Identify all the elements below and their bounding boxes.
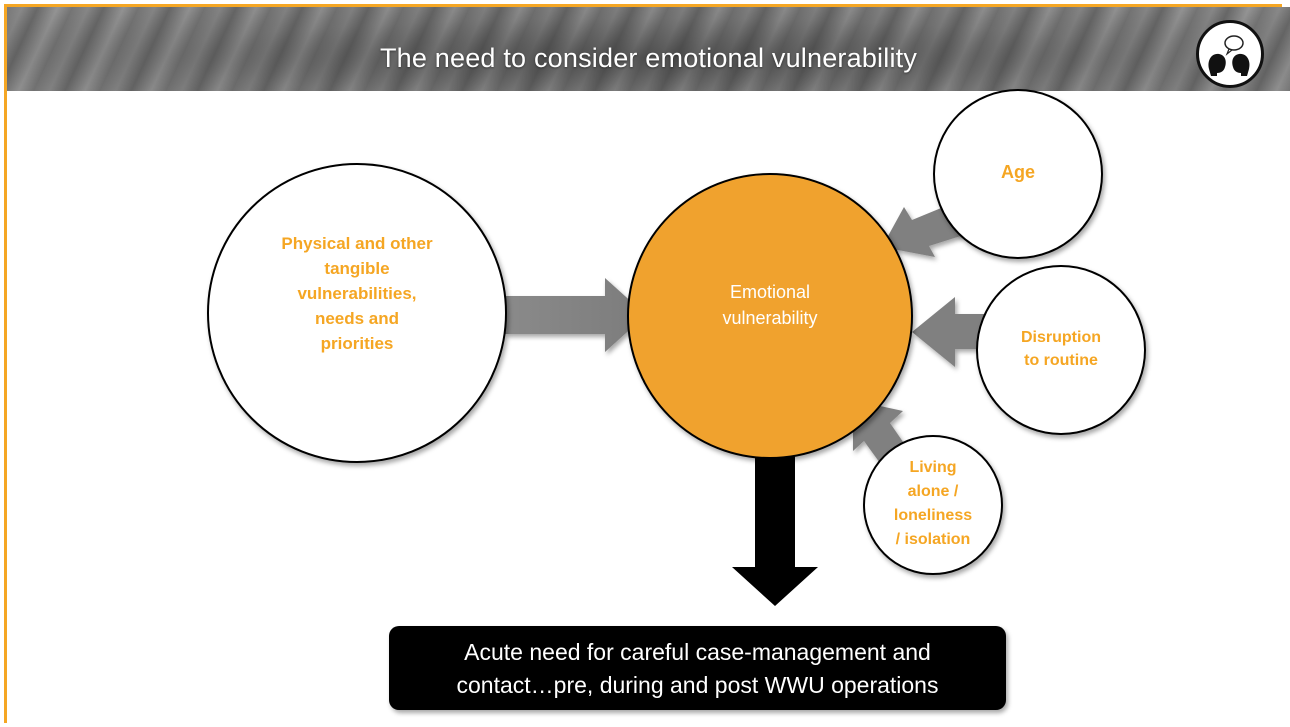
age-label: Age — [1000, 162, 1035, 182]
outcome-box: Acute need for careful case-management a… — [389, 626, 1006, 710]
disruption-circle — [976, 265, 1146, 435]
outcome-line-1: Acute need for careful case-management a… — [464, 639, 931, 665]
arrow-physical-to-center — [505, 278, 646, 352]
living-alone-label: Living alone / loneliness / isolation — [893, 459, 973, 548]
emotional-vulnerability-circle — [627, 173, 913, 459]
age-circle — [933, 89, 1103, 259]
physical-needs-circle — [207, 163, 507, 463]
physical-needs-label: Physical and other tangible vulnerabilit… — [281, 234, 433, 353]
disruption-label: Disruption to routine — [1021, 329, 1101, 369]
arrow-disruption-to-center — [912, 297, 985, 367]
speech-bubble-heads-icon — [1196, 20, 1264, 88]
outcome-line-2: contact…pre, during and post WWU operati… — [456, 672, 939, 698]
slide-title: The need to consider emotional vulnerabi… — [379, 43, 918, 73]
emotional-vulnerability-label: Emotional vulnerability — [722, 282, 818, 328]
arrow-center-to-result — [732, 440, 818, 606]
slide-frame — [4, 4, 1282, 723]
title-banner: The need to consider emotional vulnerabi… — [7, 7, 1290, 91]
living-alone-circle — [863, 435, 1003, 575]
